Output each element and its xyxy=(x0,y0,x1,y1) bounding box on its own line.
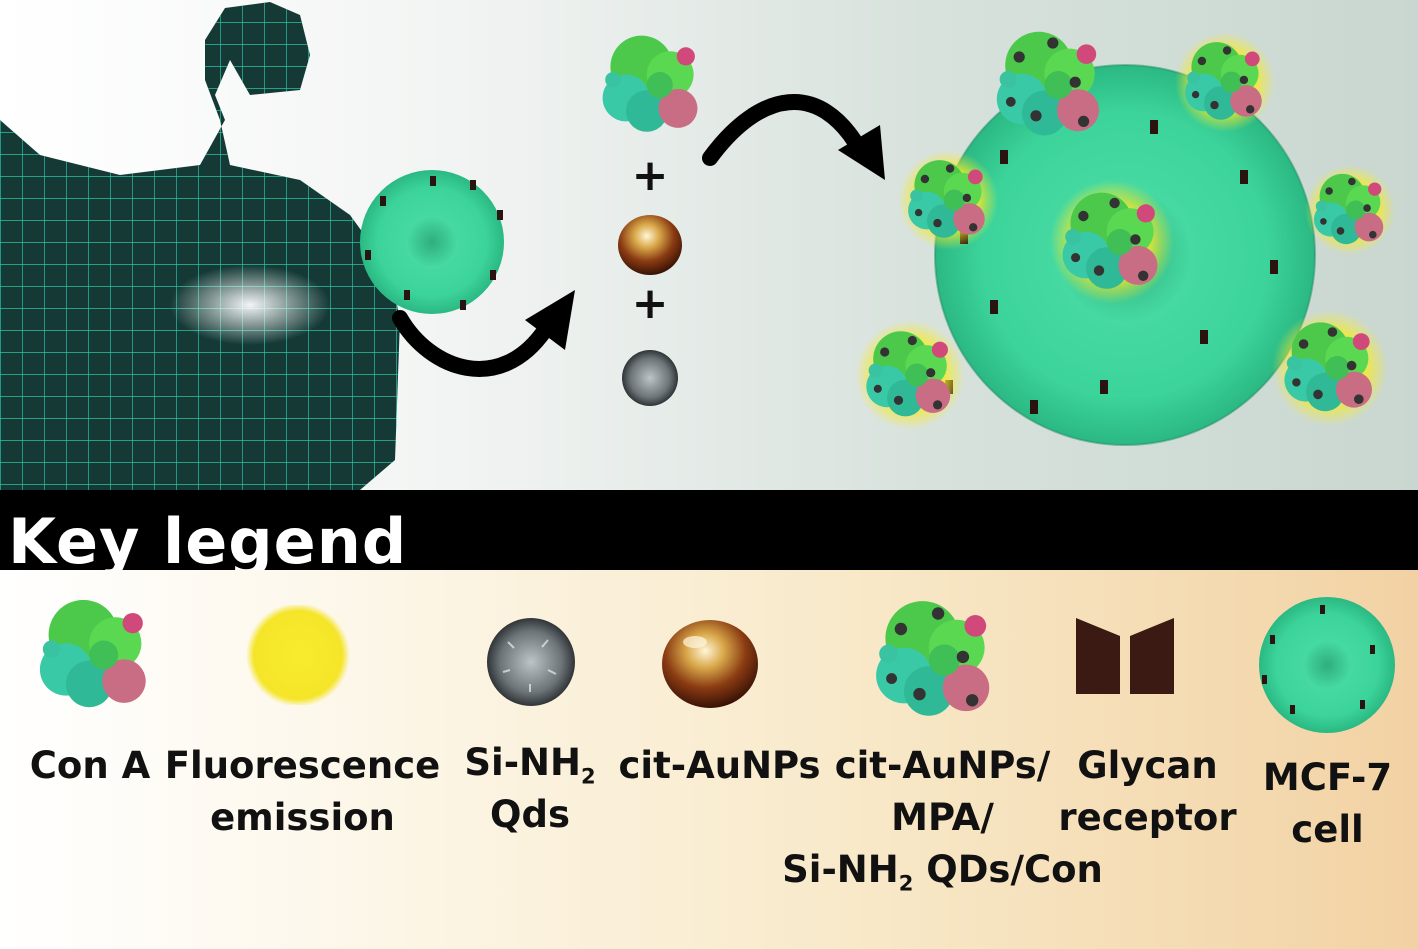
legend-label-complex: cit-AuNPs/ MPA/ Si-NH2 QDs/Con xyxy=(782,744,1103,896)
curved-arrow-icon xyxy=(702,94,868,166)
glycan-receptor-icon xyxy=(1076,618,1174,694)
legend-label-glycan: Glycan receptor xyxy=(1058,744,1237,839)
key-legend-bar: Key legend xyxy=(0,490,1418,570)
plus-sign: + xyxy=(632,278,669,329)
legend-label-mcf7: MCF-7 cell xyxy=(1262,756,1393,851)
curved-arrow-icon xyxy=(392,310,553,377)
legend-label-si-nh2: Si-NH2 Qds xyxy=(464,741,596,836)
plus-sign: + xyxy=(632,150,669,201)
si-nh2-qds-reagent-icon xyxy=(622,350,678,406)
conjugate-complex-icon xyxy=(870,598,1000,723)
gold-nanoparticle-reagent-icon xyxy=(618,215,682,275)
legend-label-fluorescence: Fluorescence emission xyxy=(164,744,441,839)
si-nh2-qds-icon xyxy=(487,618,575,706)
fluorescence-emission-icon xyxy=(246,605,350,705)
key-legend-title: Key legend xyxy=(8,505,408,570)
gold-nanoparticle-icon xyxy=(662,620,758,708)
mcf7-cell-small-icon xyxy=(360,170,504,314)
con-a-protein-icon xyxy=(39,600,146,708)
legend-label-cit-aunps: cit-AuNPs xyxy=(618,744,821,787)
con-a-protein-reagent-icon xyxy=(602,35,698,132)
human-figure-icon xyxy=(0,2,400,490)
mcf7-cell-icon xyxy=(1259,597,1395,733)
legend-label-con-a: Con A xyxy=(29,744,151,787)
